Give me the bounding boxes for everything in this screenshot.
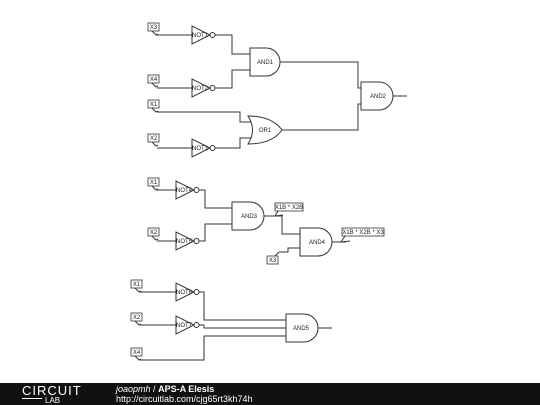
project-line: joaopmh / APS-A Elesis [116, 384, 214, 395]
gate-and3-label: AND3 [241, 214, 258, 220]
circuit-schematic: X3 NOT1 X4 NOT2 AND1 X1 X2 [130, 22, 407, 361]
net-label-x1b-x2b-x3: X1B * X2B * X3 [339, 227, 385, 243]
gate-not4-label: NOT4 [176, 188, 193, 194]
logo-top-text: CIRCUIT [22, 383, 82, 398]
input-x2-c3[interactable]: X2 [130, 312, 143, 326]
input-x1-c3-label: X1 [133, 282, 141, 288]
gate-and1-label: AND1 [257, 60, 274, 66]
project-title[interactable]: APS-A Elesis [158, 384, 215, 394]
gate-or1-label: OR1 [259, 128, 272, 134]
input-x4[interactable]: X4 [147, 74, 160, 88]
input-x1-c2[interactable]: X1 [147, 177, 160, 191]
gate-not3[interactable]: NOT3 [191, 138, 216, 158]
gate-or1[interactable]: OR1 [247, 115, 283, 145]
net-label-x1b-x2b-text: X1B * X2B [275, 205, 303, 211]
project-url[interactable]: http://circuitlab.com/cjg65rt3kh74h [116, 394, 253, 404]
path-separator: / [153, 384, 156, 394]
net-label-x1b-x2b-x3-text: X1B * X2B * X3 [342, 230, 384, 236]
gate-and2[interactable]: AND2 [360, 81, 394, 111]
gate-not5-label: NOT5 [176, 239, 193, 245]
input-x2[interactable]: X2 [147, 133, 160, 147]
gate-not5[interactable]: NOT5 [175, 231, 200, 251]
input-x1[interactable]: X1 [147, 99, 160, 113]
input-x2-c3-label: X2 [133, 315, 141, 321]
input-x3-c2-label: X3 [269, 258, 277, 264]
gate-not7[interactable]: NOT7 [175, 315, 200, 335]
input-x2-label: X2 [150, 136, 158, 142]
input-x1-c2-label: X1 [150, 180, 158, 186]
gate-not6[interactable]: NOT6 [175, 282, 200, 302]
footer-bar: CIRCUIT LAB joaopmh / APS-A Elesis http:… [0, 383, 540, 405]
gate-not6-label: NOT6 [176, 290, 193, 296]
logo-bottom-text: LAB [45, 396, 61, 405]
input-x4-c3[interactable]: X4 [130, 347, 143, 361]
gate-not7-label: NOT7 [176, 323, 193, 329]
resistor-icon [22, 397, 42, 404]
gate-and5-label: AND5 [293, 326, 310, 332]
gate-not1[interactable]: NOT1 [191, 25, 216, 45]
gate-not2[interactable]: NOT2 [191, 78, 216, 98]
logo-bottom-row: LAB [22, 397, 82, 405]
gate-not3-label: NOT3 [192, 146, 209, 152]
gate-not2-label: NOT2 [192, 86, 209, 92]
input-x3[interactable]: X3 [147, 22, 160, 36]
input-x1-c3[interactable]: X1 [130, 279, 143, 293]
input-x2-c2[interactable]: X2 [147, 227, 160, 241]
net-label-x1b-x2b: X1B * X2B [274, 202, 304, 217]
gate-not1-label: NOT1 [192, 33, 209, 39]
input-x1-label: X1 [150, 102, 158, 108]
input-x4-c3-label: X4 [133, 350, 141, 356]
gate-and4[interactable]: AND4 [299, 227, 333, 257]
gate-and4-label: AND4 [309, 240, 326, 246]
input-x3-c2[interactable]: X3 [266, 251, 280, 265]
gate-and3[interactable]: AND3 [231, 201, 265, 231]
gate-and1[interactable]: AND1 [249, 47, 281, 77]
author-link[interactable]: joaopmh [116, 384, 151, 394]
input-x3-label: X3 [150, 25, 158, 31]
gate-and5[interactable]: AND5 [285, 313, 319, 343]
input-x4-label: X4 [150, 77, 158, 83]
circuitlab-logo[interactable]: CIRCUIT LAB [22, 384, 82, 405]
input-x2-c2-label: X2 [150, 230, 158, 236]
gate-and2-label: AND2 [370, 94, 387, 100]
gate-not4[interactable]: NOT4 [175, 180, 200, 200]
